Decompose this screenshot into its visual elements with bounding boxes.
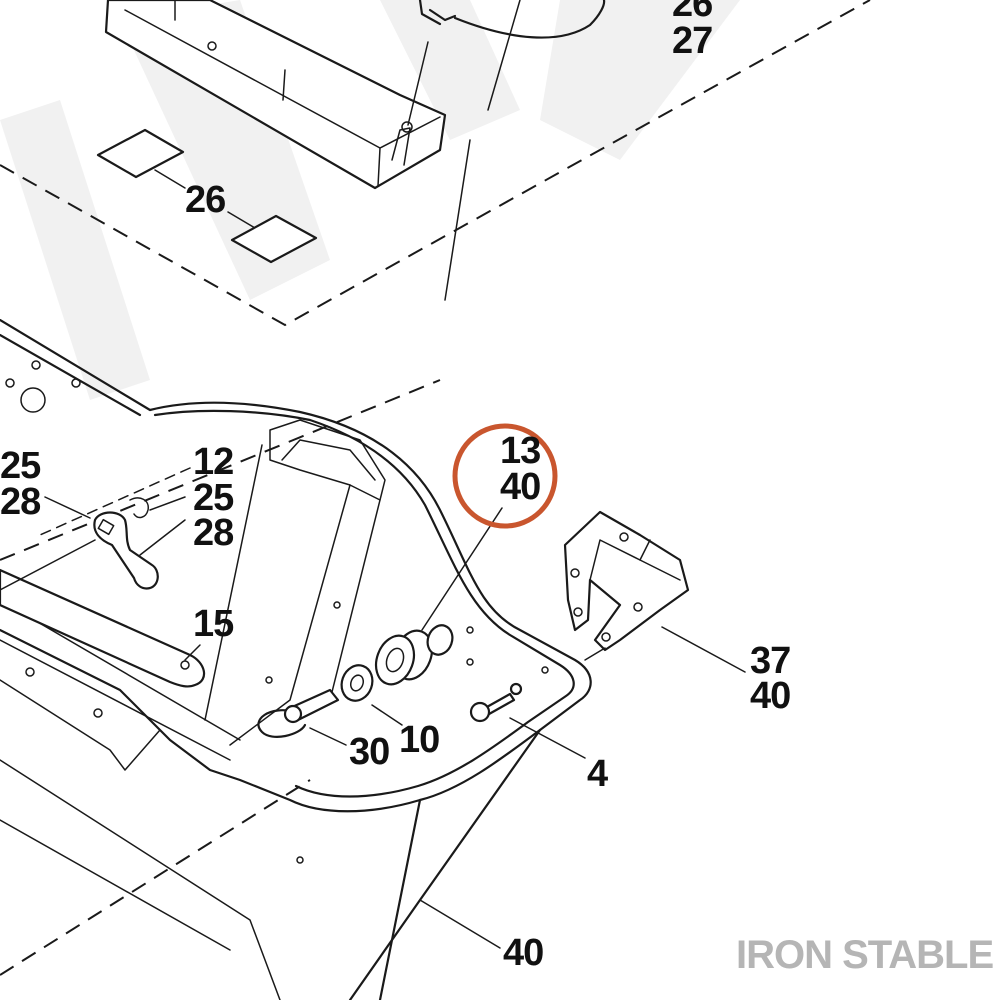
slotted-bar [0,568,206,688]
top-tray [104,0,447,190]
label-10: 10 [399,719,439,761]
label-15: 15 [193,603,234,645]
highlight-circle [452,423,558,529]
background-watermark [0,0,740,400]
label-40-bracket: 40 [750,675,790,717]
label-40-highlighted: 40 [500,466,540,508]
adhesive-pads [96,128,318,264]
lever-assembly [0,497,159,591]
brand-watermark: IRON STABLE [736,933,993,977]
dashed-assembly-outline [0,0,871,976]
label-4: 4 [587,753,608,795]
lever-leader-lines [39,467,201,661]
hardware-parts [257,624,523,738]
label-25-left: 25 [0,445,41,487]
lower-leader-lines [309,507,746,949]
label-28-left: 28 [0,481,40,523]
label-13: 13 [500,430,540,472]
part-number-labels: 26 27 26 12 25 28 25 28 13 40 15 37 40 3… [0,0,791,974]
label-30: 30 [349,731,389,773]
label-28: 28 [193,512,233,554]
label-27: 27 [672,20,712,62]
label-26: 26 [185,179,225,221]
main-frame [0,318,592,1000]
label-12: 12 [193,441,233,483]
label-25: 25 [193,477,234,519]
label-37: 37 [750,640,790,682]
cable-fitting [418,0,606,39]
label-40-frame: 40 [503,932,543,974]
label-26-top: 26 [672,0,712,25]
upper-leader-lines [154,0,521,301]
bracket [563,510,690,652]
